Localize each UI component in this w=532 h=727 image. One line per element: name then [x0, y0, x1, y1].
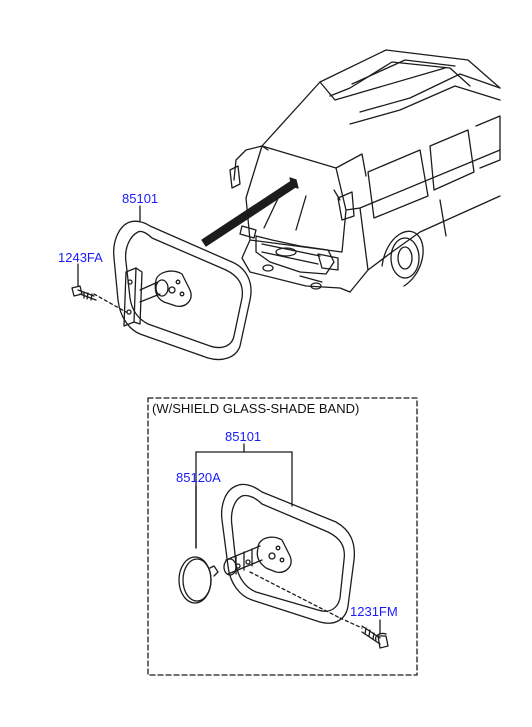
part-label-85101-top: 85101	[122, 191, 159, 206]
variant-box	[147, 397, 418, 676]
part-label-1243FA: 1243FA	[58, 250, 103, 265]
bus-illustration	[229, 49, 501, 293]
shade-disc-85120A	[178, 556, 219, 604]
leader-wedge	[201, 181, 298, 247]
part-label-85120A: 85120A	[176, 470, 221, 485]
top-mirror	[113, 220, 252, 361]
screw-1231FM	[339, 617, 389, 649]
screw-1243FA	[71, 285, 97, 301]
variant-note: (W/SHIELD GLASS-SHADE BAND)	[152, 401, 360, 416]
part-label-1231FM: 1231FM	[350, 604, 398, 619]
part-label-85101-bottom: 85101	[225, 429, 262, 444]
leader-1243FA-dash	[93, 293, 127, 313]
bottom-mirror	[220, 483, 356, 624]
